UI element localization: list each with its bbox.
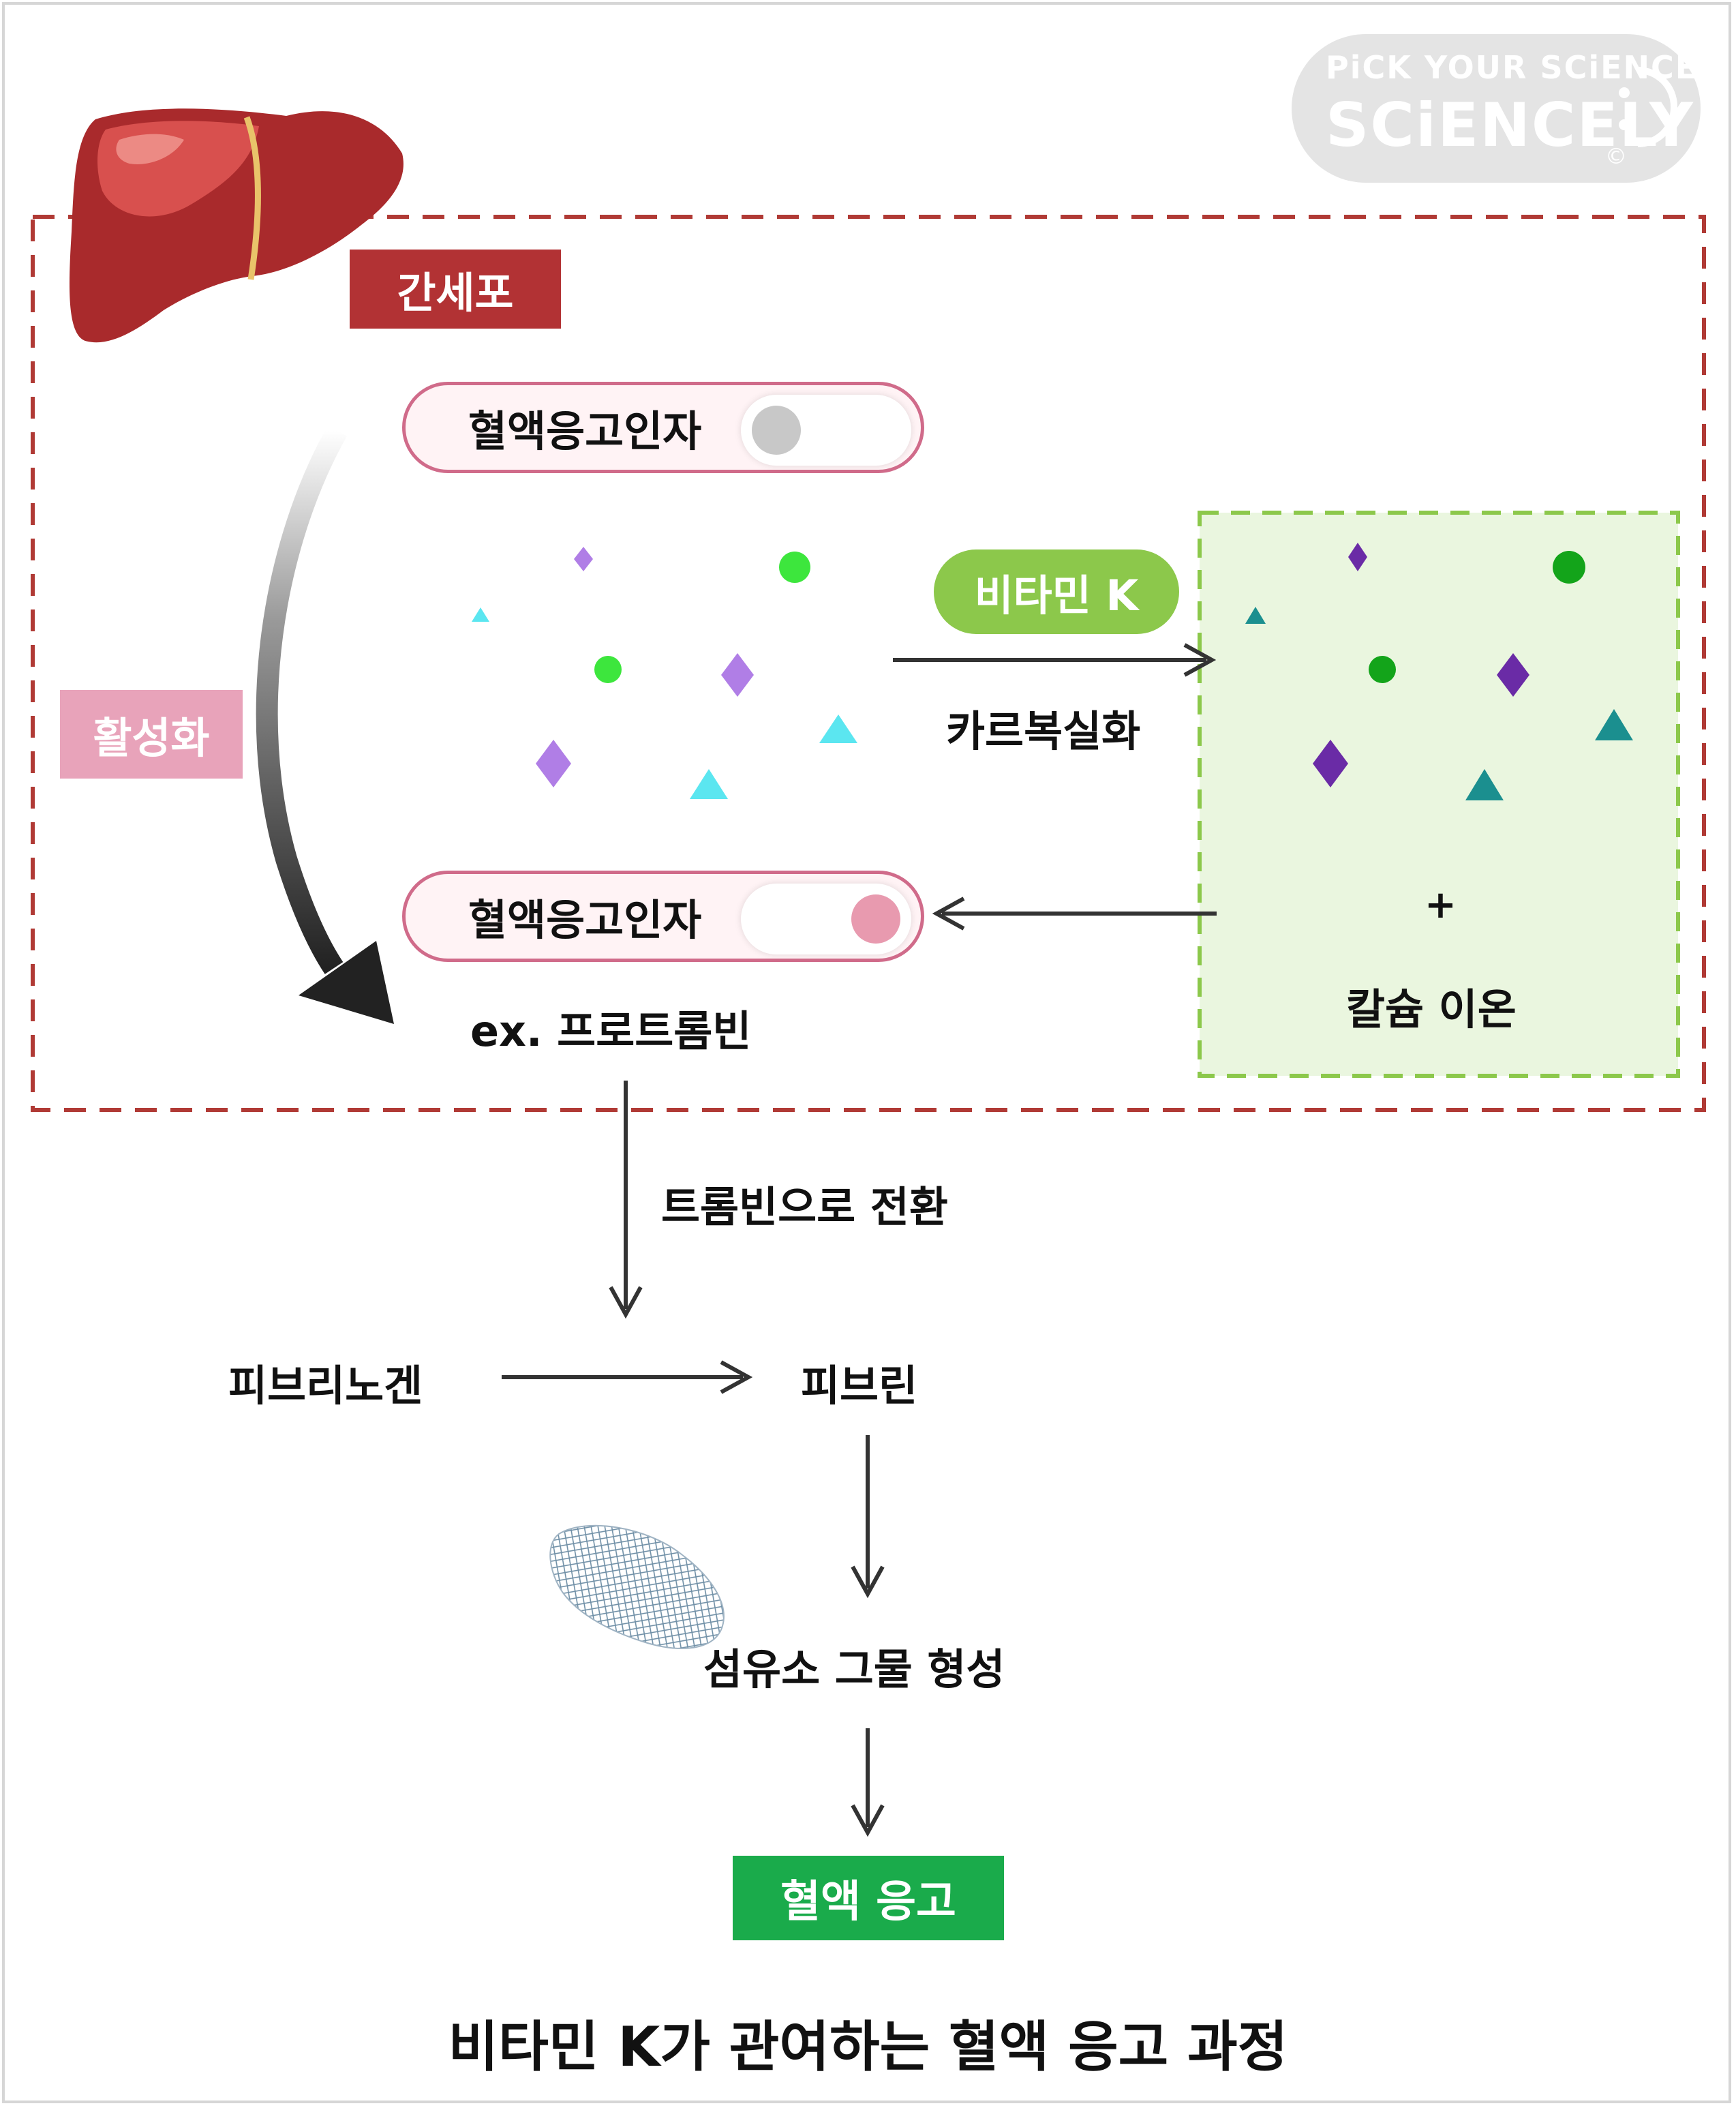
fibrinogen-label: 피브리노겐 — [228, 1361, 423, 1411]
clotting-factor-inactive-label: 혈액응고인자 — [468, 406, 702, 456]
diamond-shape — [1348, 543, 1367, 571]
eyes-icon-lower — [1619, 119, 1630, 130]
vitamin-k-badge: 비타민 K — [934, 549, 1179, 634]
calcium-ion-label: 칼슘 이온 — [1346, 984, 1517, 1034]
copyright-mark: © — [1605, 143, 1627, 169]
triangle-shape — [1465, 769, 1504, 800]
fibrin-down-arrow — [851, 1435, 885, 1599]
diamond-shape — [574, 547, 593, 571]
clotting-factor-inactive: 혈액응고인자 — [402, 382, 924, 473]
diamond-shape — [1313, 740, 1348, 787]
activation-curve-arrow — [256, 425, 394, 1024]
triangle-shape — [690, 769, 728, 799]
blood-clotting-label: 혈액 응고 — [733, 1856, 1004, 1940]
thrombin-down-arrow — [609, 1081, 643, 1319]
fibrin-mesh-label: 섬유소 그물 형성 — [703, 1644, 1005, 1694]
triangle-shape — [819, 714, 857, 743]
diamond-shape — [536, 740, 571, 787]
fibrinogen-arrow — [502, 1360, 753, 1394]
plus-sign: + — [1425, 883, 1457, 927]
sciencely-watermark: PiCK YOUR SCiENCE SCiENCELY © — [1292, 34, 1701, 183]
clotting-factor-active-label: 혈액응고인자 — [468, 895, 702, 945]
eyes-icon — [1619, 87, 1630, 98]
factor-toggle-off — [741, 395, 911, 466]
clot-down-arrow — [851, 1728, 885, 1837]
factor-toggle-on — [741, 884, 911, 954]
activation-label: 활성화 — [60, 690, 243, 779]
hepatocyte-dashed-box — [31, 215, 1706, 1112]
clotting-factor-active: 혈액응고인자 — [402, 871, 924, 962]
toggle-knob-off — [752, 406, 801, 455]
carboxylation-label: 카르복실화 — [946, 706, 1141, 756]
figure-caption: 비타민 K가 관여하는 혈액 응고 과정 — [448, 2015, 1288, 2079]
thrombin-conversion-label: 트롬빈으로 전환 — [661, 1182, 948, 1232]
triangle-shape — [1245, 607, 1266, 624]
fibrin-label: 피브린 — [801, 1361, 918, 1411]
watermark-line2: SCiENCELY — [1326, 90, 1694, 160]
prothrombin-example-label: ex. 프로트롬빈 — [470, 1006, 752, 1056]
diamond-shape — [1497, 653, 1529, 697]
fibrin-mesh-icon — [549, 1524, 725, 1649]
triangle-shape — [1595, 709, 1633, 740]
uncarboxylated-shapes — [472, 547, 857, 799]
circle-shape — [594, 656, 622, 683]
carboxylated-dashed-box — [1198, 511, 1680, 1078]
liver-icon — [69, 108, 403, 343]
carboxylated-shapes — [1245, 543, 1633, 800]
watermark-line1: PiCK YOUR SCiENCE — [1326, 49, 1699, 86]
circle-shape — [779, 552, 810, 583]
hepatocyte-label: 간세포 — [350, 250, 561, 329]
circle-shape — [1553, 551, 1585, 584]
toggle-knob-on — [851, 894, 900, 944]
triangle-shape — [472, 607, 489, 622]
circle-shape — [1369, 656, 1396, 683]
carboxylation-arrow — [893, 643, 1217, 677]
return-arrow — [932, 897, 1217, 931]
diamond-shape — [721, 653, 754, 697]
